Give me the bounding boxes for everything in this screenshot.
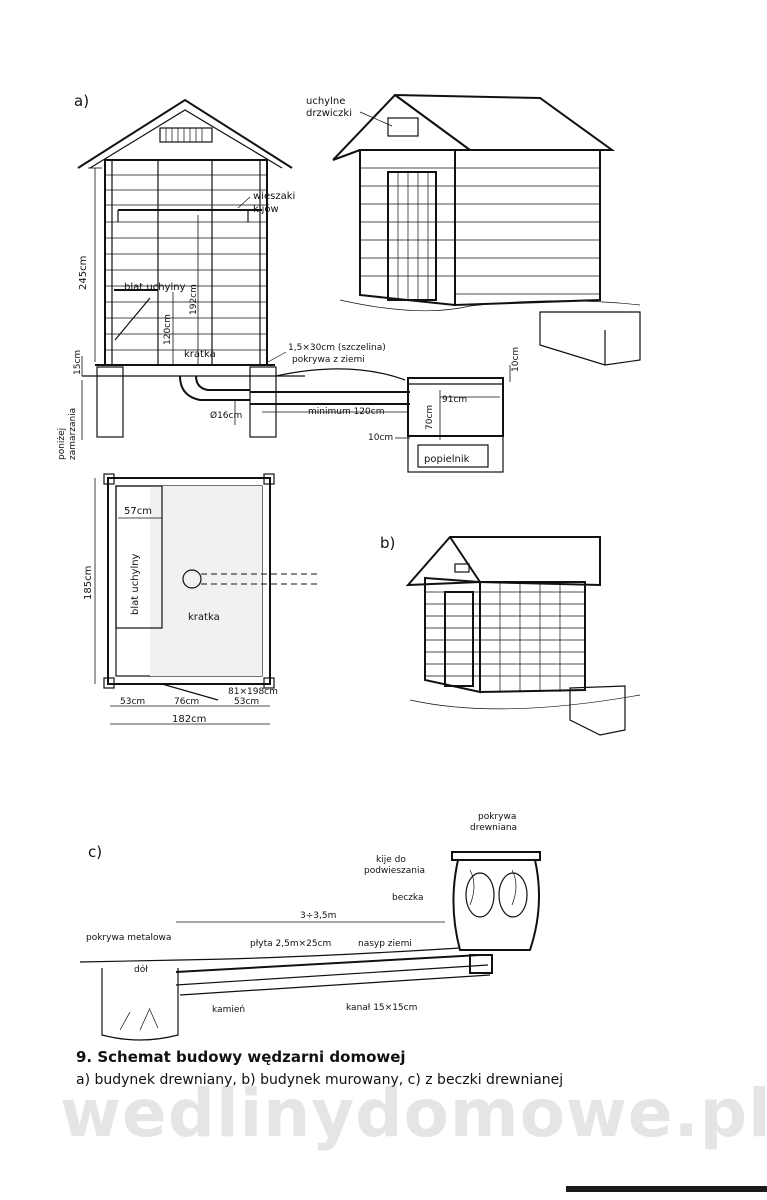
folding-table-label: blat uchylny [124, 282, 186, 293]
caption-title: 9. Schemat budowy wędzarni domowej [76, 1048, 406, 1066]
bottom-rule [566, 1186, 767, 1192]
min-length-label: minimum 120cm [308, 407, 384, 417]
brick-smokehouse-perspective [405, 536, 641, 736]
plan-53b-label: 53cm [234, 697, 259, 707]
caption-subtitle: a) budynek drewniany, b) budynek murowan… [76, 1072, 564, 1088]
h15-label: 15cm [73, 350, 83, 375]
ash-pit-label: popielnik [424, 454, 470, 465]
stick-hangers-label-1: wieszaki [253, 191, 295, 202]
panel-a-label: a) [74, 92, 89, 110]
h120-label: 120cm [163, 314, 173, 345]
plan-76-label: 76cm [174, 697, 199, 707]
plan-width-57-label: 57cm [124, 506, 152, 517]
height-10-label: 10cm [511, 347, 521, 372]
channel-label: kanał 15×15cm [346, 1003, 417, 1013]
earth-cover-label: pokrywa z ziemi [292, 355, 365, 365]
plan-depth-185-label: 185cm [83, 566, 94, 600]
plan-182-label: 182cm [172, 714, 206, 725]
pit-label: dół [134, 964, 148, 975]
metal-lid-label: pokrywa metalowa [86, 933, 171, 943]
slab-label: płyta 2,5m×25cm [250, 939, 331, 949]
barrel-label: beczka [392, 893, 424, 903]
plan-53a-label: 53cm [120, 697, 145, 707]
grate-label: kratka [184, 349, 216, 360]
firebox [395, 365, 511, 473]
wooden-smokehouse-front-elevation [77, 98, 305, 440]
height-70-label: 70cm [425, 405, 435, 430]
wooden-smokehouse-perspective [332, 93, 641, 366]
below-frost-label-1: poniżej [57, 428, 67, 460]
barrel-smokehouse [79, 851, 541, 1041]
plan-grate-label: kratka [188, 612, 220, 623]
panel-c-label: c) [88, 843, 102, 861]
wood-lid-label-2: drewniana [470, 823, 517, 833]
wood-lid-label-1: pokrywa [478, 812, 516, 822]
distance-label: 3÷3,5m [300, 911, 336, 921]
vent-door-label-2: drzwiczki [306, 108, 352, 119]
stone-label: kamień [212, 1005, 245, 1015]
smoke-channel [234, 368, 410, 425]
plan-door-label: 81×198cm [228, 687, 278, 697]
width-91-label: 91cm [442, 395, 467, 405]
panel-b-label: b) [380, 534, 395, 552]
plan-table-label: blat uchylny [130, 553, 141, 615]
earth-mound-label: nasyp ziemi [358, 939, 412, 949]
stick-hangers-label-2: kijów [253, 203, 279, 215]
hang-sticks-label-1: kije do [376, 855, 406, 865]
hang-sticks-label-2: podwieszania [364, 866, 425, 876]
vent-door-label-1: uchylne [306, 96, 345, 107]
slot-label: 1,5×30cm (szczelina) [288, 343, 386, 353]
h192-label: 192cm [189, 284, 199, 315]
below-frost-label-2: zamarzania [68, 408, 78, 460]
floor-plan [94, 473, 318, 725]
figure-caption: 9. Schemat budowy wędzarni domowej a) bu… [76, 1048, 736, 1088]
pipe-diameter-label: Ø16cm [210, 410, 242, 421]
height-245-label: 245cm [78, 256, 89, 290]
width-10-label: 10cm [368, 433, 393, 443]
